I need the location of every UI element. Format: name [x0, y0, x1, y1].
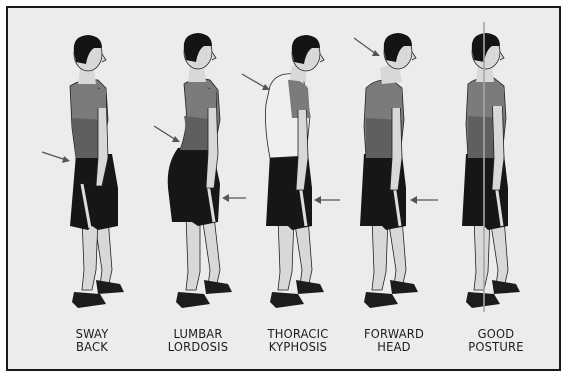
figure-sway-back: SWAY BACK — [42, 8, 142, 330]
forward-head-neck-arrow — [354, 38, 380, 56]
thoracic-kyphosis-front-arrow — [314, 196, 340, 204]
lumbar-lordosis-back-arrow — [154, 126, 180, 142]
forward-head-person — [360, 33, 418, 308]
label-lumbar-lordosis: LUMBAR LORDOSIS — [148, 327, 248, 353]
lumbar-lordosis-front-arrow — [222, 194, 246, 202]
sway-back-arrow — [42, 152, 70, 163]
label-thoracic-kyphosis: THORACIC KYPHOSIS — [248, 327, 348, 353]
label-sway-back: SWAY BACK — [42, 327, 142, 353]
forward-head-front-arrow — [410, 196, 438, 204]
lumbar-lordosis-person — [168, 33, 232, 308]
label-forward-head: FORWARD HEAD — [344, 327, 444, 353]
figure-lumbar-lordosis: LUMBAR LORDOSIS — [148, 8, 248, 330]
good-posture-person — [462, 33, 520, 308]
figure-forward-head: FORWARD HEAD — [344, 8, 444, 330]
label-good-posture: GOOD POSTURE — [446, 327, 546, 353]
sway-back-person — [70, 35, 124, 308]
figure-thoracic-kyphosis: THORACIC KYPHOSIS — [248, 8, 348, 330]
posture-diagram: SWAY BACK — [6, 6, 561, 371]
thoracic-kyphosis-person — [266, 35, 325, 308]
figure-good-posture: GOOD POSTURE — [446, 8, 546, 330]
